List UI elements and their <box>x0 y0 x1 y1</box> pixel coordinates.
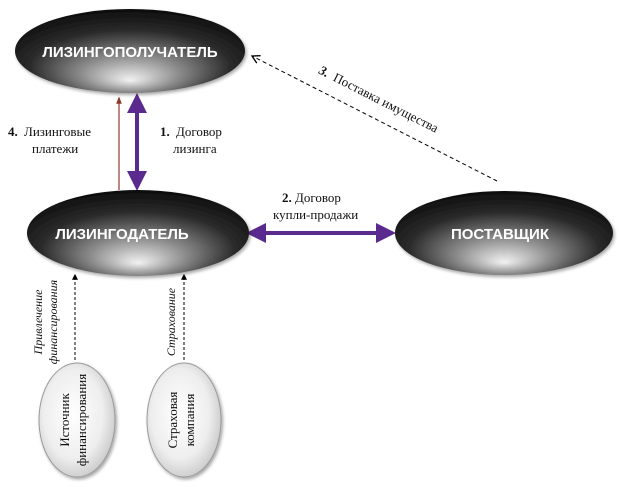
svg-text:2. Договор: 2. Договор <box>282 190 341 205</box>
insurance-text: Страхование <box>164 287 178 356</box>
insurance-company-label-2: компания <box>182 394 197 447</box>
property-delivery-text: Поставка имущества <box>331 70 441 136</box>
property-delivery-arrow <box>250 55 498 182</box>
lessee-label: ЛИЗИНГОПОЛУЧАТЕЛЬ <box>42 44 218 61</box>
funding-source-node: Источник финансирования <box>38 362 116 478</box>
property-delivery-label: 3. Поставка имущества <box>316 62 441 136</box>
purchase-contract-number: 2. <box>282 190 292 205</box>
svg-text:1. Договор: 1. Договор <box>160 124 222 139</box>
leasing-contract-line-2: лизинга <box>173 141 217 156</box>
lessee-node: ЛИЗИНГОПОЛУЧАТЕЛЬ <box>15 9 245 93</box>
attract-financing-label: Привлечение финансирования <box>31 279 60 364</box>
svg-text:4. Лизинговые: 4. Лизинговые <box>8 124 91 139</box>
attract-financing-line-2: финансирования <box>46 279 60 364</box>
lease-payments-line-2: платежи <box>32 141 78 156</box>
lessor-node: ЛИЗИНГОДАТЕЛЬ <box>27 190 249 276</box>
purchase-contract-line-2: купли-продажи <box>273 207 358 222</box>
leasing-contract-number: 1. <box>160 124 170 139</box>
funding-source-label-1: Источник <box>57 393 72 447</box>
insurance-label: Страхование <box>164 287 178 356</box>
insurance-company-node: Страховая компания <box>146 362 222 478</box>
insurance-company-label-1: Страховая <box>165 392 180 449</box>
leasing-contract-label: 1. Договор лизинга <box>160 124 222 156</box>
supplier-label: ПОСТАВЩИК <box>451 226 550 243</box>
svg-text:3. Поставка имущества: 3. Поставка имущества <box>316 62 441 136</box>
attract-financing-line-1: Привлечение <box>31 289 45 356</box>
purchase-contract-line-1: Договор <box>295 190 341 205</box>
lease-payments-label: 4. Лизинговые платежи <box>8 124 91 156</box>
lease-payments-line-1: Лизинговые <box>24 124 91 139</box>
purchase-contract-label: 2. Договор купли-продажи <box>273 190 358 222</box>
property-delivery-number: 3. <box>316 62 332 80</box>
leasing-contract-line-1: Договор <box>176 124 222 139</box>
supplier-node: ПОСТАВЩИК <box>395 191 613 275</box>
lessor-label: ЛИЗИНГОДАТЕЛЬ <box>55 226 189 243</box>
lease-payments-number: 4. <box>8 124 18 139</box>
funding-source-label-2: финансирования <box>74 374 89 466</box>
